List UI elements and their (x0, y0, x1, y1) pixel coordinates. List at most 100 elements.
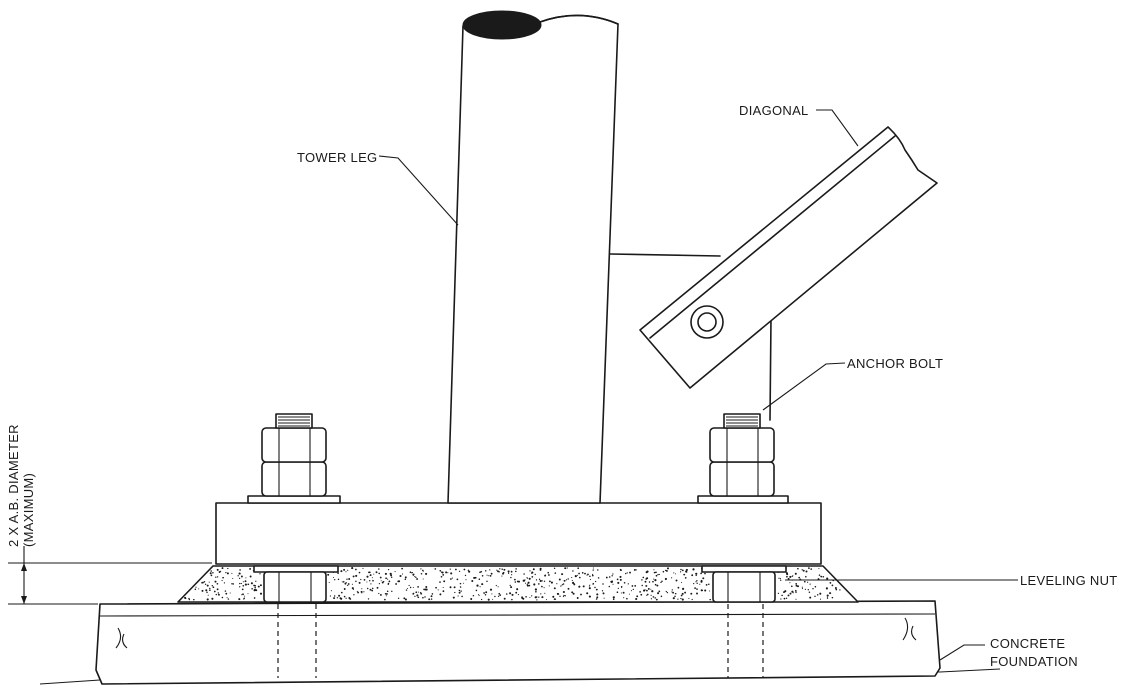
grout-stipple-dot (491, 593, 493, 595)
grout-stipple-dot (826, 597, 829, 599)
grout-stipple-dot (790, 585, 793, 588)
grout-stipple-dot (232, 583, 234, 585)
grout-stipple-dot (478, 578, 481, 580)
grout-stipple-dot (709, 598, 711, 601)
grout-stipple-dot (623, 581, 626, 584)
grout-stipple-dot (634, 585, 637, 587)
grout-stipple-dot (640, 593, 643, 596)
grout-stipple-dot (239, 586, 241, 588)
grout-stipple-dot (636, 595, 639, 598)
grout-stipple-dot (611, 575, 613, 577)
grout-stipple-dot (561, 573, 564, 576)
grout-stipple-dot (430, 595, 433, 598)
grout-stipple-dot (664, 577, 667, 581)
grout-stipple-dot (502, 571, 505, 574)
grout-stipple-dot (780, 598, 782, 600)
grout-stipple-dot (797, 567, 799, 570)
grout-stipple-dot (463, 568, 466, 571)
grout-stipple-dot (532, 568, 535, 571)
grout-stipple-dot (461, 595, 463, 598)
grout-stipple-dot (490, 572, 493, 575)
grout-stipple-dot (795, 583, 798, 585)
grout-stipple-dot (795, 589, 797, 592)
grout-stipple-dot (442, 586, 444, 589)
grout-stipple-dot (412, 586, 414, 589)
grout-stipple-dot (579, 576, 581, 579)
grout-stipple-dot (238, 572, 241, 575)
grout-stipple-dot (510, 576, 512, 579)
grout-stipple-dot (369, 574, 372, 577)
grout-stipple-dot (661, 580, 663, 583)
grout-stipple-dot (565, 579, 568, 581)
grout-stipple-dot (795, 591, 797, 593)
grout-stipple-dot (216, 582, 219, 585)
grout-stipple-dot (333, 597, 336, 600)
grout-stipple-dot (204, 583, 207, 585)
grout-stipple-dot (639, 591, 641, 593)
grout-stipple-dot (358, 571, 361, 574)
grout-stipple-dot (652, 596, 655, 598)
grout-stipple-dot (633, 568, 636, 571)
grout-stipple-dot (666, 591, 669, 594)
grout-stipple-dot (385, 577, 387, 580)
grout-stipple-dot (406, 587, 408, 590)
grout-stipple-dot (588, 587, 591, 590)
grout-stipple-dot (412, 593, 415, 595)
grout-stipple-dot (704, 589, 707, 592)
grout-stipple-dot (510, 570, 513, 573)
grout-stipple-dot (531, 576, 534, 578)
grout-stipple-dot (786, 575, 788, 578)
grout-stipple-dot (249, 567, 252, 570)
grout-stipple-dot (386, 590, 389, 592)
grout-stipple-dot (700, 579, 703, 582)
grout-stipple-dot (363, 591, 365, 593)
grout-stipple-dot (680, 568, 682, 571)
grout-stipple-dot (543, 587, 545, 589)
grout-stipple-dot (422, 578, 424, 580)
grout-stipple-dot (428, 598, 431, 601)
grout-stipple-dot (696, 582, 698, 585)
grout-stipple-dot (495, 584, 497, 587)
grout-stipple-dot (787, 594, 790, 597)
grout-stipple-dot (459, 582, 462, 585)
grout-stipple-dot (367, 598, 370, 600)
grout-stipple-dot (839, 589, 841, 591)
grout-stipple-dot (452, 596, 455, 599)
grout-pad (177, 565, 859, 603)
grout-stipple-dot (796, 585, 800, 588)
grout-stipple-dot (224, 590, 227, 592)
grout-stipple-dot (480, 598, 483, 601)
grout-stipple-dot (479, 586, 481, 588)
grout-stipple-dot (544, 574, 547, 577)
grout-stipple-dot (397, 597, 400, 599)
grout-stipple-dot (685, 568, 688, 571)
grout-stipple-dot (535, 579, 538, 581)
grout-stipple-dot (501, 575, 503, 577)
grout-stipple-dot (632, 588, 634, 591)
grout-stipple-dot (612, 598, 615, 601)
grout-stipple-dot (375, 571, 378, 574)
grout-stipple-dot (547, 571, 550, 574)
anchor-bolt-embedded-right (727, 604, 764, 678)
grout-stipple-dot (586, 574, 588, 576)
grout-stipple-dot (679, 571, 682, 573)
grout-stipple-dot (202, 581, 204, 584)
grout-stipple-dot (544, 592, 546, 594)
grout-stipple-dot (835, 588, 838, 591)
grout-stipple-dot (572, 570, 574, 572)
grout-stipple-dot (212, 586, 215, 589)
grout-stipple-dot (675, 573, 677, 575)
grout-stipple-dot (562, 596, 564, 598)
grout-stipple-dot (612, 573, 614, 575)
grout-stipple-dot (696, 592, 698, 595)
grout-stipple-dot (499, 568, 501, 570)
tower-leg-label: TOWER LEG (297, 150, 377, 165)
grout-stipple-dot (222, 576, 224, 579)
grout-stipple-dot (231, 583, 233, 585)
grout-stipple-dot (193, 598, 195, 601)
grout-stipple-dot (434, 568, 437, 570)
grout-stipple-dot (528, 584, 531, 587)
grout-stipple-dot (572, 592, 575, 595)
grout-stipple-dot (648, 581, 651, 583)
grout-stipple-dot (681, 569, 684, 572)
